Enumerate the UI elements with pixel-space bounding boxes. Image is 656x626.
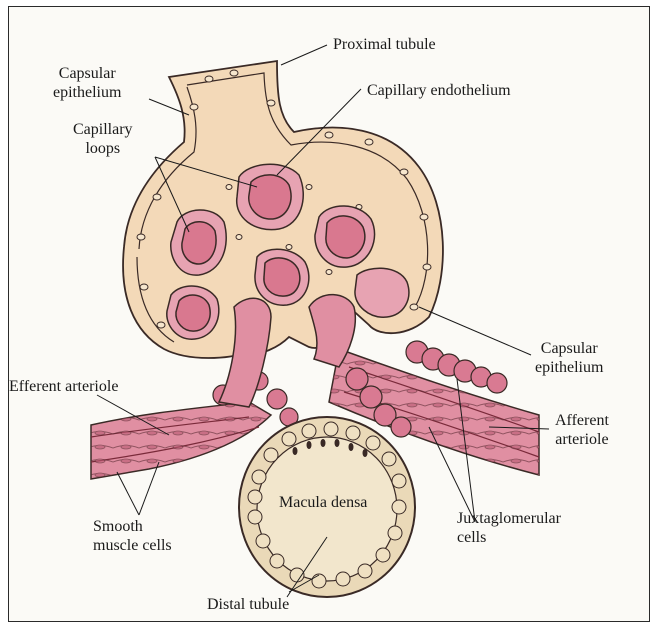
label-afferent-arteriole: Afferent arteriole — [555, 411, 609, 449]
label-smooth-muscle-cells: Smooth muscle cells — [93, 517, 172, 555]
label-efferent-arteriole: Efferent arteriole — [9, 377, 118, 396]
figure-frame: Proximal tubule Capsular epithelium Capi… — [8, 6, 650, 622]
label-line: Afferent — [555, 411, 609, 430]
label-line: epithelium — [535, 358, 603, 377]
label-line: arteriole — [555, 430, 609, 449]
label-capillary-loops: Capillary loops — [73, 120, 133, 158]
label-capsular-epithelium-top: Capsular epithelium — [53, 64, 121, 102]
label-capillary-endothelium: Capillary endothelium — [367, 81, 511, 100]
label-line: cells — [457, 528, 561, 547]
label-proximal-tubule: Proximal tubule — [333, 35, 436, 54]
label-line: muscle cells — [93, 536, 172, 555]
label-juxtaglomerular-cells: Juxtaglomerular cells — [457, 509, 561, 547]
label-line: Capsular — [535, 339, 603, 358]
label-macula-densa: Macula densa — [279, 493, 367, 512]
label-line: loops — [73, 139, 133, 158]
label-line: epithelium — [53, 83, 121, 102]
label-line: Capillary — [73, 120, 133, 139]
label-distal-tubule: Distal tubule — [207, 595, 289, 614]
label-line: Juxtaglomerular — [457, 509, 561, 528]
label-line: Smooth — [93, 517, 172, 536]
label-capsular-epithelium-right: Capsular epithelium — [535, 339, 603, 377]
label-line: Capsular — [53, 64, 121, 83]
